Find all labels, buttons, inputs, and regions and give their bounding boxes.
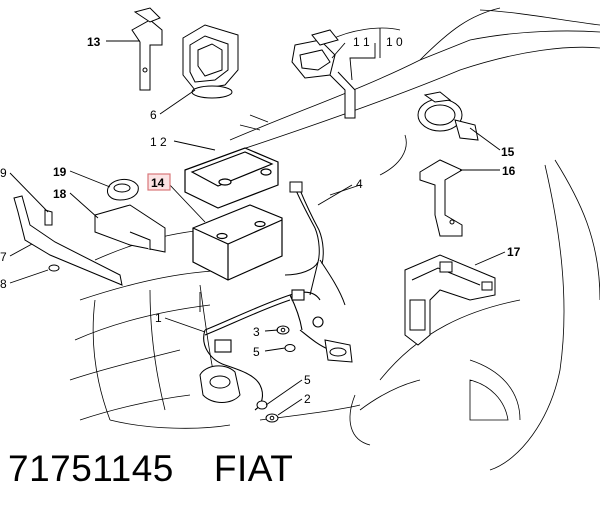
callout-14: 14 (151, 176, 165, 190)
callout-12: 1 2 (150, 135, 167, 149)
callout-1: 1 (155, 311, 162, 325)
bracket-13 (131, 7, 163, 91)
callout-11: 1 1 (353, 35, 370, 49)
callout-8: 8 (0, 277, 7, 291)
callout-4: 4 (356, 177, 363, 191)
mount-17 (404, 254, 496, 346)
harness-1 (203, 289, 331, 411)
callout-5-lower: 5 (304, 373, 311, 387)
battery-14 (192, 204, 283, 281)
part-number: 71751145 (8, 448, 174, 489)
callout-2: 2 (304, 392, 311, 406)
battery-tray-12 (184, 147, 279, 209)
callout-6: 6 (150, 108, 157, 122)
starter-part (199, 365, 241, 403)
part-caption: 71751145 FIAT (8, 448, 333, 490)
callout-5-upper: 5 (253, 345, 260, 359)
brand-name: FIAT (213, 448, 294, 489)
leader-lines (9, 28, 506, 416)
callout-3: 3 (253, 325, 260, 339)
callout-9: 9 (0, 166, 7, 180)
bracket-16 (419, 159, 464, 237)
callout-7: 7 (0, 250, 7, 264)
clamp-15 (417, 91, 479, 141)
battery-clamp-6 (182, 24, 239, 99)
callout-17: 17 (507, 245, 521, 259)
grommet-19 (107, 179, 139, 201)
callout-15: 15 (501, 145, 515, 159)
callout-18: 18 (53, 187, 67, 201)
callout-14-highlight (147, 173, 171, 191)
callout-19: 19 (53, 165, 67, 179)
callout-10: 1 0 (386, 35, 403, 49)
clip-bracket-11 (291, 29, 356, 119)
fasteners (256, 325, 296, 423)
holder-18 (94, 204, 166, 253)
callout-labels: 13 6 1 1 1 0 1 2 14 9 19 18 7 8 15 16 4 … (0, 35, 521, 406)
rail-bracket-7 (13, 195, 123, 286)
callout-13: 13 (87, 35, 101, 49)
cable-4 (284, 181, 346, 306)
sensor-part (324, 339, 353, 363)
callout-16: 16 (502, 164, 516, 178)
